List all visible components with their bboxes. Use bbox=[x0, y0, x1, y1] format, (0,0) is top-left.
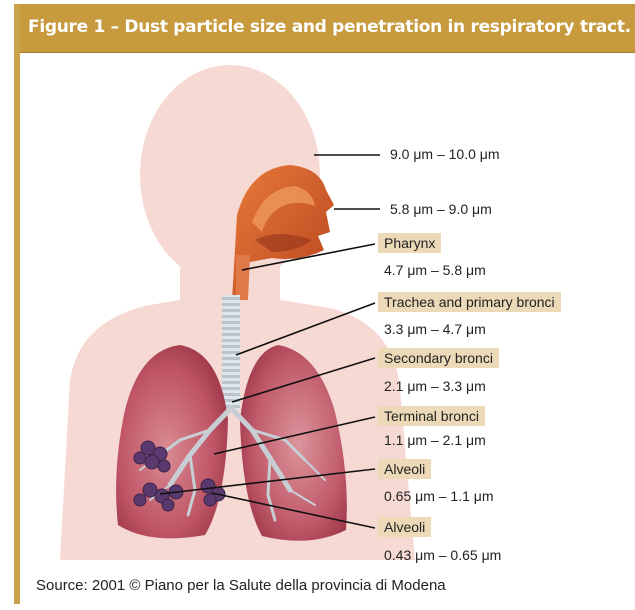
figure-source: Source: 2001 © Piano per la Salute della… bbox=[36, 577, 446, 594]
label-alveoli-1: Alveoli bbox=[378, 459, 431, 479]
range-alveoli-2: 0.43 μm – 0.65 μm bbox=[384, 547, 501, 563]
trachea bbox=[222, 295, 240, 410]
label-alveoli-2: Alveoli bbox=[378, 517, 431, 537]
range-pharynx: 4.7 μm – 5.8 μm bbox=[384, 262, 486, 278]
range-terminal-bronci: 1.1 μm – 2.1 μm bbox=[384, 432, 486, 448]
label-trachea-primary-bronci: Trachea and primary bronci bbox=[378, 292, 561, 312]
range-alveoli-1: 0.65 μm – 1.1 μm bbox=[384, 488, 494, 504]
pharynx bbox=[236, 255, 250, 300]
label-pharynx: Pharynx bbox=[378, 233, 441, 253]
range-level-1: 9.0 μm – 10.0 μm bbox=[390, 146, 500, 162]
range-trachea-primary-bronci: 3.3 μm – 4.7 μm bbox=[384, 321, 486, 337]
range-secondary-bronci: 2.1 μm – 3.3 μm bbox=[384, 378, 486, 394]
label-terminal-bronci: Terminal bronci bbox=[378, 406, 485, 426]
label-secondary-bronci: Secondary bronci bbox=[378, 348, 499, 368]
range-level-2: 5.8 μm – 9.0 μm bbox=[390, 201, 492, 217]
